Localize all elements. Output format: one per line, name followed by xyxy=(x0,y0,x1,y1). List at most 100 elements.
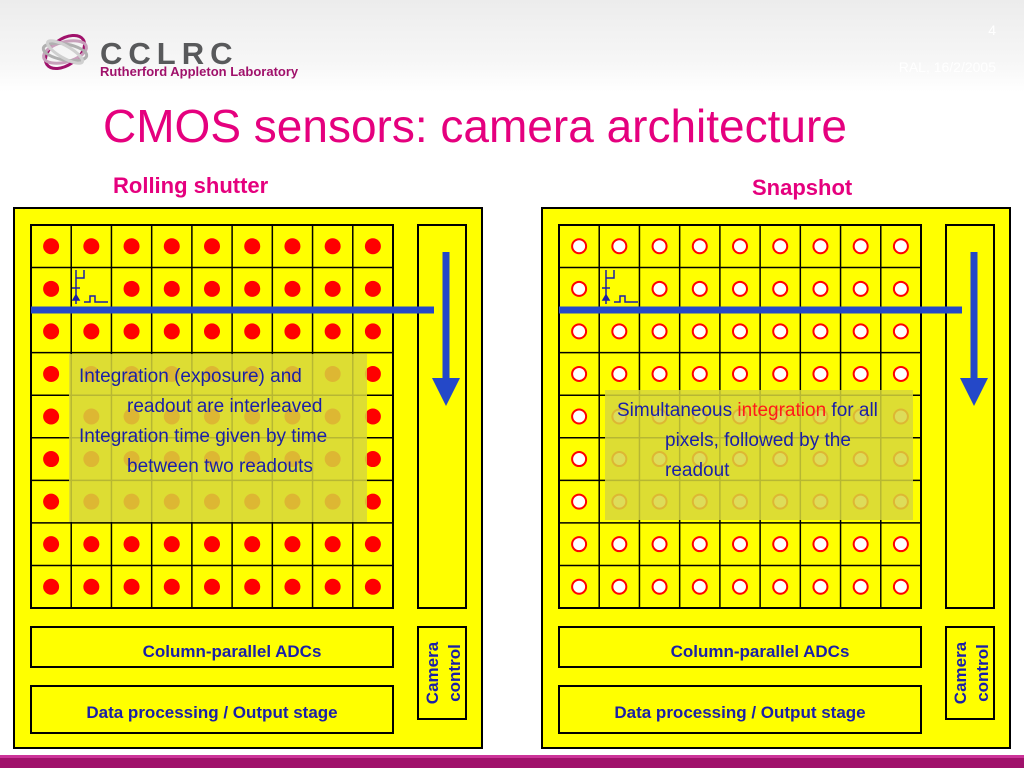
pixel-circuit-icon xyxy=(601,270,638,304)
footer-stripe-light xyxy=(0,755,1024,758)
pixel-right xyxy=(852,323,869,340)
note-snapshot-pre: Simultaneous xyxy=(617,400,738,421)
pixel-left xyxy=(364,280,381,297)
cclrc-logo-icon xyxy=(41,33,89,71)
logo-text: CCLRC xyxy=(100,36,239,71)
pixel-right xyxy=(812,323,829,340)
pixel-left xyxy=(163,578,180,595)
pixel-left xyxy=(123,238,140,255)
pixel-right xyxy=(852,280,869,297)
pixel-left xyxy=(43,536,60,553)
pixel-left xyxy=(364,365,381,382)
pixel-right xyxy=(852,536,869,553)
pixel-right xyxy=(651,238,668,255)
pixel-right xyxy=(691,536,708,553)
pixel-left xyxy=(123,323,140,340)
pixel-right xyxy=(571,493,588,510)
pixel-left xyxy=(364,408,381,425)
pixel-right xyxy=(732,578,748,595)
pixel-right xyxy=(732,238,748,255)
pixel-left xyxy=(324,280,341,297)
footer-stripe xyxy=(0,758,1024,768)
pixel-left xyxy=(244,280,261,297)
pixel-left xyxy=(204,280,220,297)
pixel-right xyxy=(812,238,829,255)
pixel-right xyxy=(772,536,789,553)
pixel-left xyxy=(284,280,301,297)
pixel-right xyxy=(852,238,869,255)
adc-label-right: Column-parallel ADCs xyxy=(671,642,850,661)
output-block-right xyxy=(558,685,922,734)
pixel-left xyxy=(324,238,341,255)
pixel-right xyxy=(812,578,829,595)
pixel-right xyxy=(852,578,869,595)
pixel-left xyxy=(43,238,60,255)
pixel-left xyxy=(83,238,100,255)
pixel-left xyxy=(43,493,60,510)
row-control-left xyxy=(417,224,467,609)
pixel-left xyxy=(123,536,140,553)
note-snapshot-text: Simultaneous integration for all pixels,… xyxy=(617,396,905,486)
pixel-left xyxy=(364,493,381,510)
pixel-right xyxy=(892,536,909,553)
camera-label-right: Camera xyxy=(951,641,970,704)
pixel-right xyxy=(772,238,789,255)
pixel-left xyxy=(204,536,220,553)
pixel-right xyxy=(571,578,588,595)
pixel-left xyxy=(43,280,60,297)
logo-subtitle: Rutherford Appleton Laboratory xyxy=(100,64,299,79)
pixel-right xyxy=(651,536,668,553)
pixel-left xyxy=(163,323,180,340)
pixel-left xyxy=(163,238,180,255)
camera-control-block-right xyxy=(945,626,995,720)
pixel-right xyxy=(772,280,789,297)
pixel-right xyxy=(732,536,748,553)
note-rolling-line2: Integration time given by time between t… xyxy=(79,426,328,477)
pixel-right xyxy=(691,365,708,382)
pixel-left xyxy=(163,536,180,553)
pixel-left xyxy=(123,578,140,595)
adc-block-left xyxy=(30,626,394,668)
pixel-right xyxy=(691,238,708,255)
slide-title: CMOS sensors: camera architecture xyxy=(103,100,847,152)
pixel-right xyxy=(651,323,668,340)
pixel-right xyxy=(571,451,588,468)
pixel-left xyxy=(83,578,100,595)
pixel-right xyxy=(571,323,588,340)
pixel-right xyxy=(772,323,789,340)
pixel-left xyxy=(244,323,261,340)
pixel-left xyxy=(123,280,140,297)
pixel-left xyxy=(364,451,381,468)
pixel-right xyxy=(732,280,748,297)
pixel-left xyxy=(204,578,220,595)
output-label-right: Data processing / Output stage xyxy=(614,703,865,722)
pixel-left xyxy=(83,323,100,340)
pixel-left xyxy=(284,536,301,553)
pixel-right xyxy=(892,280,909,297)
pixel-right xyxy=(812,536,829,553)
pixel-left xyxy=(324,536,341,553)
output-block-left xyxy=(30,685,394,734)
pixel-right xyxy=(611,365,628,382)
pixel-left xyxy=(324,578,341,595)
pixel-left xyxy=(244,238,261,255)
pixel-right xyxy=(732,365,748,382)
pixel-right xyxy=(812,280,829,297)
pixel-right xyxy=(651,280,668,297)
pixel-left xyxy=(364,578,381,595)
note-rolling-line1: Integration (exposure) and readout are i… xyxy=(79,366,323,417)
pixel-right xyxy=(852,365,869,382)
pixel-right xyxy=(651,578,668,595)
pixel-right xyxy=(691,280,708,297)
pixel-left xyxy=(284,323,301,340)
pixel-circuit-icon xyxy=(71,270,108,304)
pixel-left xyxy=(163,280,180,297)
pixel-left xyxy=(324,323,341,340)
pixel-left xyxy=(204,323,220,340)
pixel-right xyxy=(571,365,588,382)
pixel-right xyxy=(892,323,909,340)
pixel-left xyxy=(364,536,381,553)
pixel-right xyxy=(571,408,588,425)
pixel-right xyxy=(772,365,789,382)
pixel-left xyxy=(244,578,261,595)
